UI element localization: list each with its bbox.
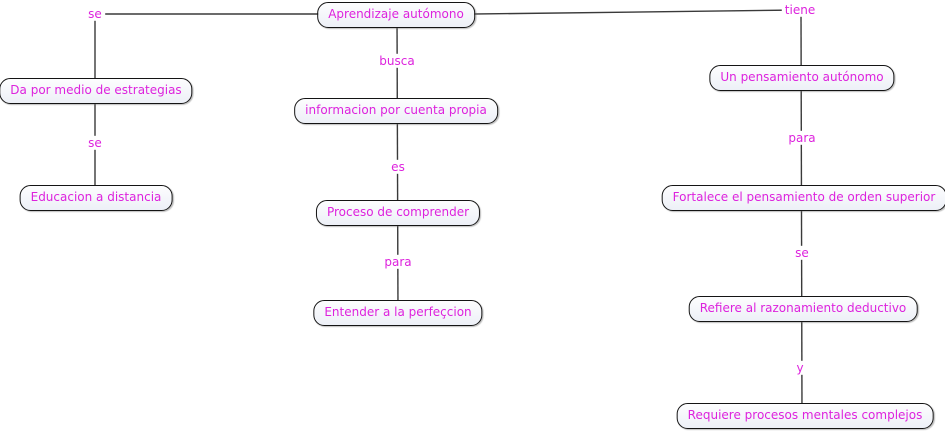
linking-phrase-es[interactable]: es [388, 159, 408, 175]
linking-phrase-para-2[interactable]: para [785, 130, 819, 146]
linking-phrase-y[interactable]: y [793, 360, 807, 376]
concept-node-da-por-medio-estrategias[interactable]: Da por medio de estrategias [0, 78, 193, 104]
linking-phrase-se-2[interactable]: se [85, 135, 105, 151]
linking-phrase-se-3[interactable]: se [792, 245, 812, 261]
concept-node-requiere-procesos-mentales-complejos[interactable]: Requiere procesos mentales complejos [676, 403, 934, 429]
linking-phrase-para-1[interactable]: para [381, 254, 415, 270]
concept-node-proceso-de-comprender[interactable]: Proceso de comprender [315, 200, 481, 226]
linking-phrase-se-1[interactable]: se [85, 6, 105, 22]
concept-node-entender-a-la-perfeccion[interactable]: Entender a la perfeçcion [313, 300, 483, 326]
concept-node-fortalece-pensamiento-orden-superior[interactable]: Fortalece el pensamiento de orden superi… [661, 185, 945, 211]
concept-node-informacion-cuenta-propia[interactable]: informacion por cuenta propia [294, 98, 498, 124]
concept-node-refiere-razonamiento-deductivo[interactable]: Refiere al razonamiento deductivo [688, 296, 918, 322]
concept-node-un-pensamiento-autonomo[interactable]: Un pensamiento autónomo [709, 65, 895, 91]
linking-phrase-tiene[interactable]: tiene [781, 2, 819, 18]
concept-node-educacion-a-distancia[interactable]: Educacion a distancia [19, 185, 173, 211]
linking-phrase-busca[interactable]: busca [376, 53, 418, 69]
concept-node-aprendizaje-autonomo[interactable]: Aprendizaje autómono [317, 2, 475, 28]
